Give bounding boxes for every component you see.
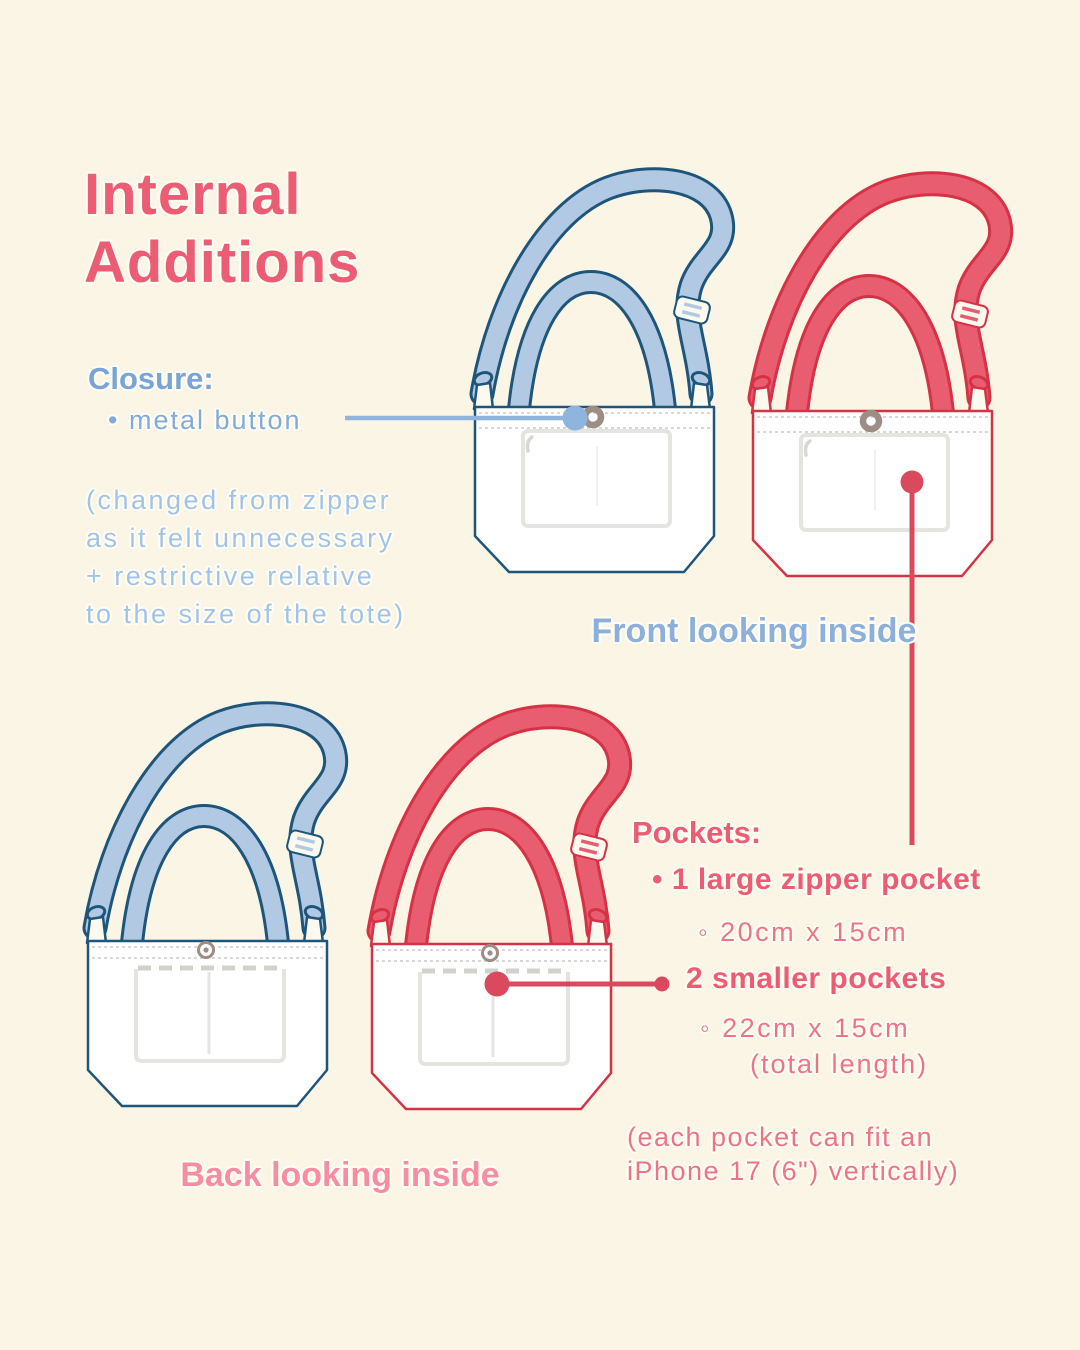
page-title: Internal Additions xyxy=(84,161,361,296)
tote-back-red-illustration xyxy=(357,709,637,1119)
pockets-fit-note: (each pocket can fit an iPhone 17 (6") v… xyxy=(627,1122,960,1186)
front-view-label: Front looking inside xyxy=(591,612,917,650)
tote-front-red-illustration xyxy=(738,176,1018,586)
tote-back-blue-illustration xyxy=(73,706,353,1116)
back-view-label: Back looking inside xyxy=(180,1156,500,1194)
pockets-item-smaller: 2 smaller pockets xyxy=(686,962,947,995)
pockets-item-large-zipper: • 1 large zipper pocket xyxy=(652,863,981,896)
pockets-small-size-note: (total length) xyxy=(750,1049,929,1079)
pockets-small-size: ◦ 22cm x 15cm xyxy=(700,1013,911,1043)
pockets-heading: Pockets: xyxy=(632,815,762,850)
closure-heading: Closure: xyxy=(88,361,214,396)
pockets-large-size: ◦ 20cm x 15cm xyxy=(698,917,909,947)
closure-note: (changed from zipper as it felt unnecess… xyxy=(86,485,406,629)
small-pockets-end-dot xyxy=(654,976,670,992)
tote-front-blue-illustration xyxy=(460,172,740,582)
closure-item-metal-button: • metal button xyxy=(108,405,302,435)
